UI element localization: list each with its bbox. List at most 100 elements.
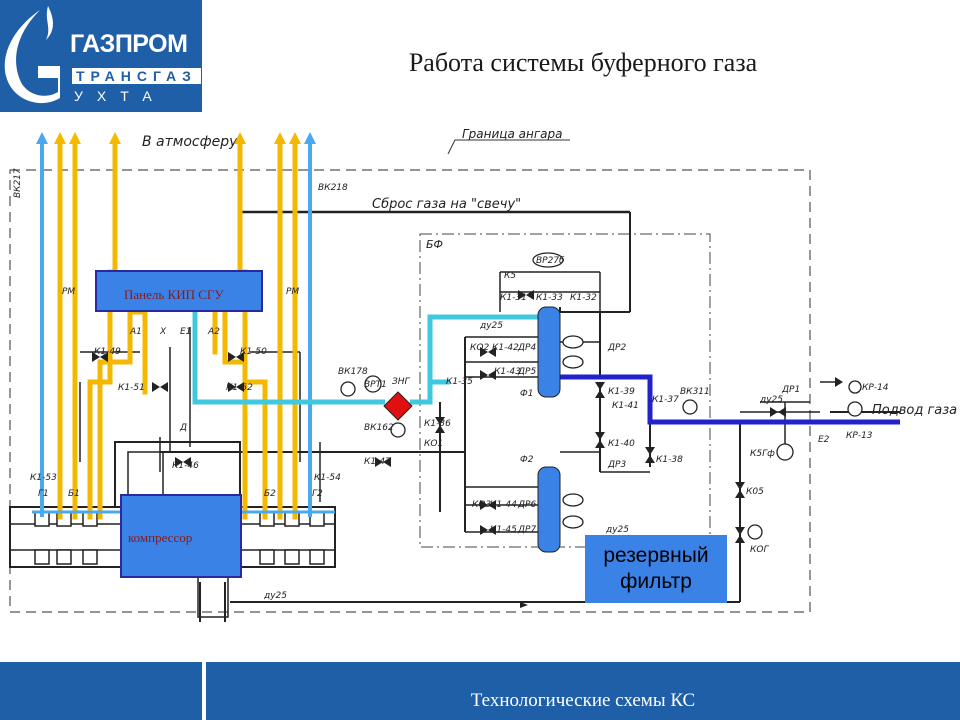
label-vr27b: ВР27б (536, 256, 565, 266)
label-rm-left: РМ (62, 287, 75, 297)
gas-supply-label: Подвод газа (872, 403, 957, 418)
label-g2: Г2 (312, 489, 323, 499)
label-a1: А1 (129, 327, 142, 337)
label-kog: КОГ (750, 545, 769, 555)
page-title: Работа системы буферного газа (408, 48, 758, 77)
label-k1-47: К1-47 (364, 457, 391, 467)
label-vk178: ВК178 (338, 367, 368, 377)
label-k1-52: К1-52 (226, 383, 253, 393)
hangar-label: Граница ангара (462, 127, 562, 141)
label-kr14: КР-14 (862, 383, 889, 393)
label-f1: Ф1 (520, 389, 533, 399)
gauge-icons (340, 252, 863, 540)
label-k1-53: К1-53 (30, 473, 57, 483)
label-du25-filter: ду25 (605, 525, 629, 535)
valve-icons (92, 290, 843, 608)
label-k1-32: К1-32 (570, 293, 597, 303)
label-dr1: ДР1 (781, 385, 800, 395)
label-ko2: КО2 (470, 343, 489, 353)
label-k1-49: К1-49 (94, 347, 121, 357)
label-f2: Ф2 (520, 455, 534, 465)
filter-f2 (537, 466, 561, 553)
footer-bar (206, 662, 960, 720)
label-vrt1: ВРТ1 (364, 380, 387, 390)
footer-left-panel (0, 662, 202, 720)
label-k1-42: К1-42 (492, 343, 519, 353)
label-vk162: ВК162 (364, 423, 394, 433)
label-dr5: ДР5 (517, 367, 536, 377)
label-k1-45: К1-45 (490, 525, 517, 535)
label-k1-46: К1-46 (172, 461, 199, 471)
logo-panel: ГАЗПРОМ ТРАНСГАЗ УХТА (0, 0, 202, 112)
label-b1: Б1 (68, 489, 80, 499)
label-du25-right: ду25 (759, 395, 783, 405)
compressor-ports (34, 511, 325, 565)
label-vk218: ВК218 (318, 183, 348, 193)
label-k1-50: К1-50 (240, 347, 267, 357)
reserve-filter-line2: фильтр (620, 570, 692, 593)
header-divider (202, 0, 206, 112)
label-k1-43: К1-43 (494, 367, 521, 377)
label-ko1: КО1 (424, 439, 443, 449)
label-x: Х (159, 327, 167, 337)
label-k1-36: К1-36 (424, 419, 451, 429)
label-dr6: ДР6 (517, 500, 536, 510)
label-kr13: КР-13 (846, 431, 873, 441)
label-k1-38: К1-38 (656, 455, 683, 465)
label-dr3: ДР3 (607, 460, 626, 470)
label-k1-41: К1-41 (612, 401, 639, 411)
kip-panel-label: Панель КИП СГУ (124, 287, 224, 302)
footer-text: Технологические схемы КС (470, 690, 696, 711)
label-k1-39: К1-39 (608, 387, 635, 397)
filter-f1 (537, 306, 561, 398)
kip-panel-box (95, 270, 263, 312)
yellow-pipes (57, 139, 298, 520)
hangar-boundary (9, 169, 811, 613)
label-dr7: ДР7 (517, 525, 536, 535)
reserve-filter-box: резервный фильтр (585, 535, 727, 603)
bf-label: БФ (426, 238, 443, 251)
label-rm-right: РМ (286, 287, 299, 297)
header (206, 0, 960, 112)
logo-city: УХТА (74, 88, 166, 104)
dark-blue-pipes (560, 374, 900, 425)
atmosphere-label: В атмосферу (142, 134, 238, 150)
gazprom-flame-icon (4, 6, 60, 104)
zng-valve-icon (383, 391, 413, 421)
label-du25-bottom: ду25 (263, 591, 287, 601)
label-vk311: ВК311 (680, 387, 710, 397)
process-diagram: Граница ангара В атмосферу Сброс газа на… (0, 112, 960, 662)
label-k1-54: К1-54 (314, 473, 341, 483)
label-ko5: К05 (746, 487, 764, 497)
label-ko3: КО3 (472, 500, 491, 510)
label-dr2: ДР2 (607, 343, 626, 353)
label-k1-44: К1-44 (490, 500, 517, 510)
compressor-box (120, 494, 242, 578)
label-b2: Б2 (264, 489, 276, 499)
label-d: Д (179, 423, 187, 433)
label-dr4: ДР4 (517, 343, 536, 353)
vent-label: Сброс газа на "свечу" (372, 197, 521, 212)
label-k1-37: К1-37 (652, 395, 679, 405)
label-du25-bf: ду25 (479, 321, 503, 331)
logo-subtitle: ТРАНСГАЗ (72, 68, 201, 84)
compressor-label: компрессор (128, 530, 193, 545)
label-k1-31: К1-31 (500, 293, 527, 303)
label-zng: ЗНГ (392, 377, 411, 387)
logo-name: ГАЗПРОМ (70, 30, 188, 58)
label-k5: К5 (504, 271, 516, 281)
label-k1-35: К1-35 (446, 377, 473, 387)
label-k1-51: К1-51 (118, 383, 145, 393)
label-a2: А2 (207, 327, 220, 337)
scheme-svg: Граница ангара В атмосферу Сброс газа на… (9, 127, 957, 622)
label-e2: Е2 (818, 435, 830, 445)
label-e1: Е1 (180, 327, 191, 337)
reserve-filter-line1: резервный (603, 544, 709, 567)
label-k1-40: К1-40 (608, 439, 635, 449)
label-vk217: ВК217 (13, 168, 23, 198)
cyan-pipes (192, 312, 540, 405)
label-g1: Г1 (38, 489, 49, 499)
label-k1-33: К1-33 (536, 293, 563, 303)
label-k5g: К5Гф (750, 449, 775, 459)
yellow-arrowheads (54, 132, 301, 144)
